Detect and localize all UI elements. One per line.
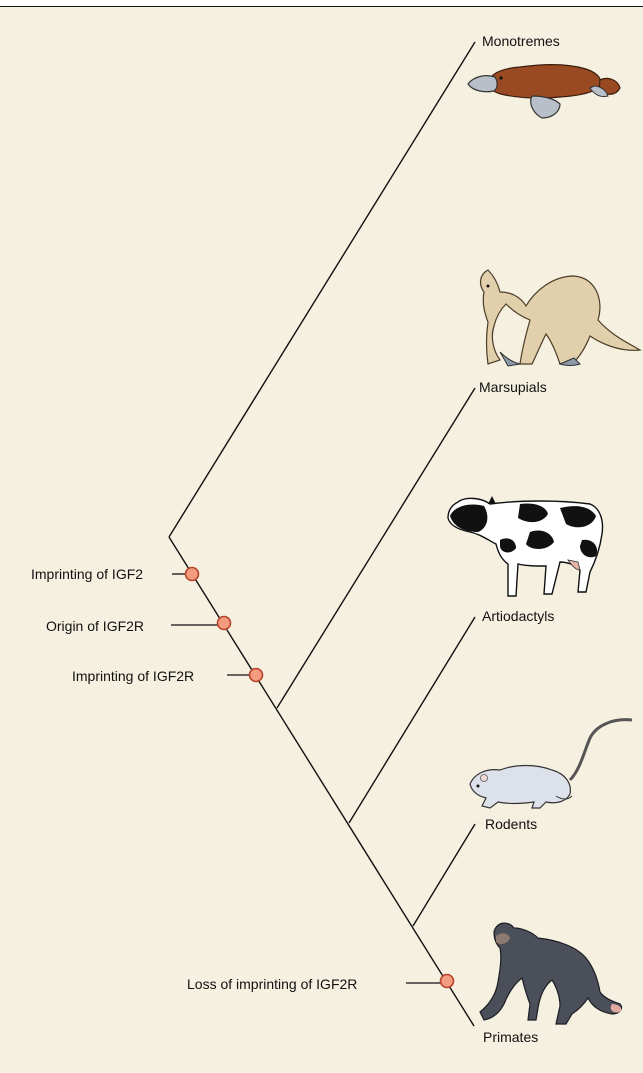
event-marker [186,568,199,581]
branch-marsupials [277,388,475,708]
event-label-imprinting-igf2: Imprinting of IGF2 [31,566,143,582]
branch-artiodactyls [349,617,475,823]
taxon-label-primates: Primates [483,1029,538,1045]
taxon-label-monotremes: Monotremes [482,33,560,49]
platypus-icon [468,65,620,118]
tree-branches [169,42,475,1026]
taxon-label-artiodactyls: Artiodactyls [482,608,554,624]
event-loss-imprinting-igf2r: Loss of imprinting of IGF2R [187,975,454,993]
branch-main-trunk [169,537,474,1026]
event-label-origin-igf2r: Origin of IGF2R [46,618,144,634]
rat-icon [470,720,632,808]
kangaroo-icon [481,270,640,366]
branch-rodents [413,824,475,926]
event-label-loss-imprinting-igf2r: Loss of imprinting of IGF2R [187,976,357,992]
event-imprinting-igf2: Imprinting of IGF2 [31,566,199,582]
chimpanzee-icon [480,923,622,1024]
event-label-imprinting-igf2r: Imprinting of IGF2R [72,668,194,684]
taxon-label-marsupials: Marsupials [479,379,547,395]
cow-icon [448,496,603,596]
event-marker [250,669,263,682]
event-marker [441,975,454,988]
event-marker [218,617,231,630]
event-origin-igf2r: Origin of IGF2R [46,617,231,635]
event-imprinting-igf2r: Imprinting of IGF2R [72,668,263,684]
taxon-label-rodents: Rodents [485,816,537,832]
